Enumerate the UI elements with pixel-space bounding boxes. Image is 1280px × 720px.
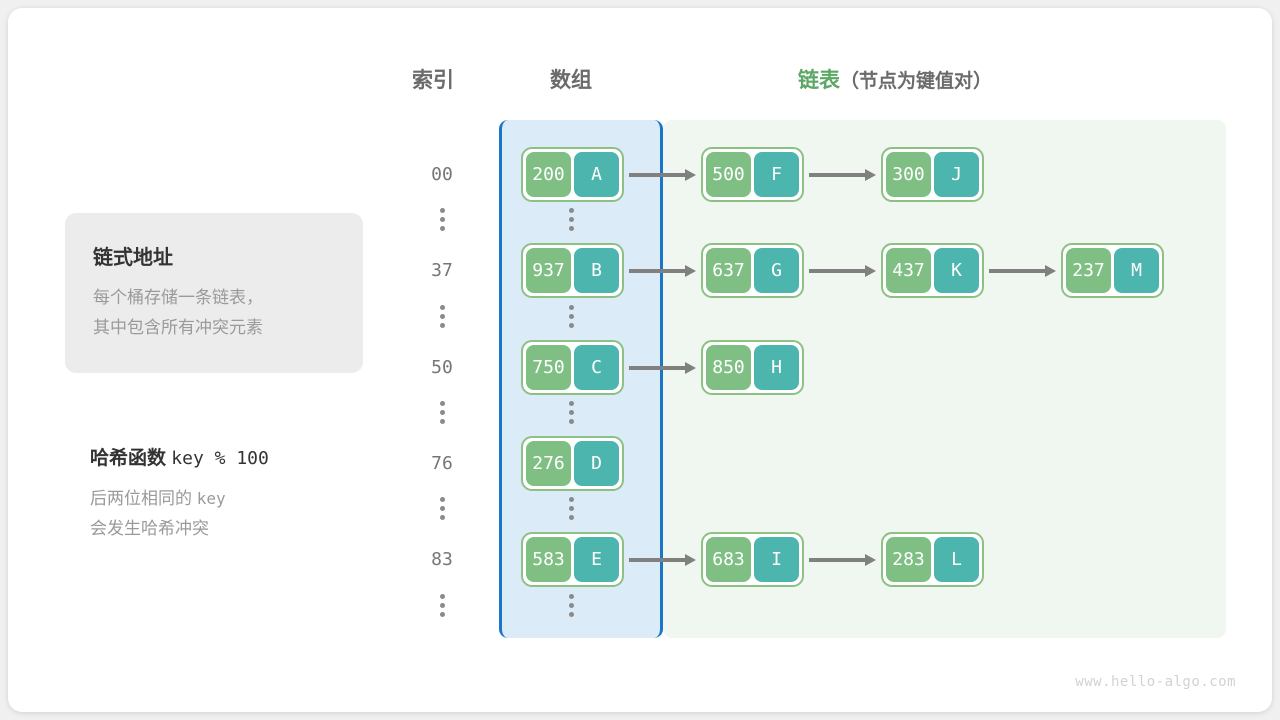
info-card-line-1: 每个桶存储一条链表， xyxy=(93,288,263,307)
node-key: 637 xyxy=(706,248,751,293)
arrow-head-icon xyxy=(685,362,696,374)
info-card-line-2: 其中包含所有冲突元素 xyxy=(93,318,263,337)
node-value: F xyxy=(754,152,799,197)
chain-arrow xyxy=(989,265,1056,277)
node-key: 300 xyxy=(886,152,931,197)
node-value: C xyxy=(574,345,619,390)
node-value: D xyxy=(574,441,619,486)
arrow-shaft xyxy=(809,269,865,273)
ellipsis-dots xyxy=(412,204,472,235)
node-value: G xyxy=(754,248,799,293)
row-index-label: 50 xyxy=(431,357,453,378)
arrow-shaft xyxy=(629,366,685,370)
row-index-label: 76 xyxy=(431,453,453,474)
arrow-head-icon xyxy=(685,169,696,181)
ellipsis-dots xyxy=(412,397,472,428)
node-key: 237 xyxy=(1066,248,1111,293)
array-ellipsis-dots xyxy=(520,397,623,428)
array-ellipsis-dots xyxy=(520,493,623,524)
row-index-label: 00 xyxy=(431,164,453,185)
arrow-head-icon xyxy=(685,554,696,566)
node-key: 937 xyxy=(526,248,571,293)
arrow-shaft xyxy=(629,558,685,562)
hash-function-label: 哈希函数 xyxy=(90,448,167,469)
header-linked-list-title: 链表 xyxy=(798,69,840,92)
node-value: J xyxy=(934,152,979,197)
node-key: 283 xyxy=(886,537,931,582)
array-ellipsis-dots xyxy=(520,590,623,621)
array-ellipsis-dots xyxy=(520,301,623,332)
arrow-shaft xyxy=(989,269,1045,273)
hash-function-title: 哈希函数 key % 100 xyxy=(90,443,269,470)
node-key: 683 xyxy=(706,537,751,582)
chain-arrow xyxy=(809,554,876,566)
node-value: I xyxy=(754,537,799,582)
node-key: 200 xyxy=(526,152,571,197)
chain-arrow xyxy=(809,265,876,277)
ellipsis-dots xyxy=(412,301,472,332)
hash-function-body: 后两位相同的 key 会发生哈希冲突 xyxy=(90,484,226,544)
chain-arrow xyxy=(809,169,876,181)
node-value: H xyxy=(754,345,799,390)
header-linked-list-note: （节点为键值对） xyxy=(840,71,993,92)
node-key: 850 xyxy=(706,345,751,390)
ellipsis-dots xyxy=(412,493,472,524)
arrow-head-icon xyxy=(1045,265,1056,277)
array-ellipsis-dots xyxy=(520,204,623,235)
hash-function-line-1-key: key xyxy=(196,489,226,508)
node-value: B xyxy=(574,248,619,293)
chain-arrow xyxy=(629,554,696,566)
header-linked-list: 链表（节点为键值对） xyxy=(798,64,992,94)
node-key: 500 xyxy=(706,152,751,197)
chain-arrow xyxy=(629,265,696,277)
row-index-label: 83 xyxy=(431,549,453,570)
node-key: 276 xyxy=(526,441,571,486)
info-card-chaining: 链式地址 每个桶存储一条链表， 其中包含所有冲突元素 xyxy=(65,213,363,373)
arrow-head-icon xyxy=(865,265,876,277)
arrow-shaft xyxy=(629,173,685,177)
node-value: M xyxy=(1114,248,1159,293)
node-key: 437 xyxy=(886,248,931,293)
ellipsis-dots xyxy=(412,590,472,621)
arrow-head-icon xyxy=(865,554,876,566)
chain-arrow xyxy=(629,169,696,181)
arrow-shaft xyxy=(629,269,685,273)
hash-function-line-1-text: 后两位相同的 xyxy=(90,489,192,508)
hash-function-line-2: 会发生哈希冲突 xyxy=(90,519,209,538)
chain-arrow xyxy=(629,362,696,374)
row-index-label: 37 xyxy=(431,260,453,281)
node-value: E xyxy=(574,537,619,582)
node-key: 750 xyxy=(526,345,571,390)
diagram-canvas: 索引 数组 链表（节点为键值对） 链式地址 每个桶存储一条链表， 其中包含所有冲… xyxy=(8,8,1272,712)
hash-function-expression: key % 100 xyxy=(171,448,269,469)
header-index: 索引 xyxy=(412,69,454,92)
hash-function-line-1: 后两位相同的 key xyxy=(90,484,226,514)
watermark: www.hello-algo.com xyxy=(1075,674,1236,690)
arrow-head-icon xyxy=(865,169,876,181)
node-value: K xyxy=(934,248,979,293)
info-card-title: 链式地址 xyxy=(93,247,173,269)
info-card-body: 每个桶存储一条链表， 其中包含所有冲突元素 xyxy=(93,283,263,343)
header-array: 数组 xyxy=(550,69,592,92)
node-value: A xyxy=(574,152,619,197)
arrow-shaft xyxy=(809,558,865,562)
node-value: L xyxy=(934,537,979,582)
arrow-shaft xyxy=(809,173,865,177)
node-key: 583 xyxy=(526,537,571,582)
arrow-head-icon xyxy=(685,265,696,277)
